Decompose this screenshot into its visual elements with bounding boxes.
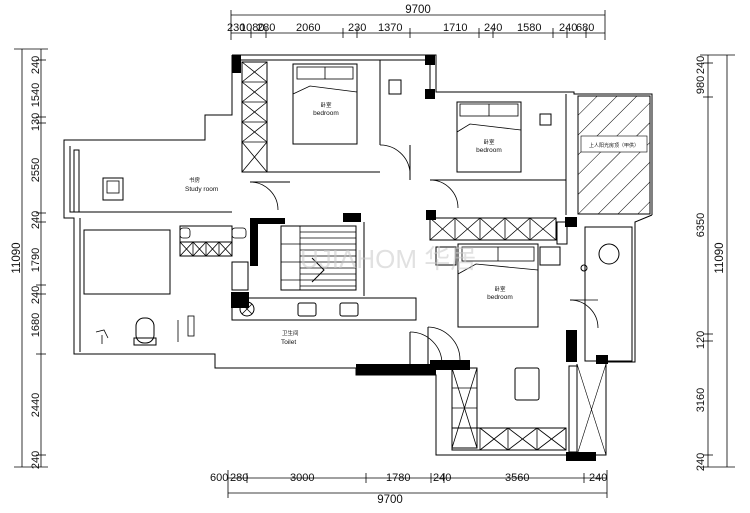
door-swing bbox=[379, 144, 411, 173]
bedroom-3-label-en: bedroom bbox=[487, 294, 513, 301]
door-swing bbox=[427, 326, 461, 361]
right-dim-4: 120 bbox=[695, 331, 707, 349]
bottom-dim-1: 600 bbox=[210, 472, 228, 484]
bottom-dimension-labels: 600 280 3000 1780 240 3560 240 bbox=[210, 472, 607, 484]
vanity-counter bbox=[231, 297, 417, 321]
left-dim-7: 240 bbox=[30, 286, 42, 304]
bedroom-2: 卧室 bedroom bbox=[429, 94, 567, 215]
stair-arrow bbox=[311, 257, 325, 283]
stair-void bbox=[83, 229, 171, 295]
toilet-label-en: Toilet bbox=[281, 339, 296, 346]
top-dim-2: 1080 bbox=[240, 22, 264, 34]
bedroom-2-label-cn: 卧室 bbox=[483, 138, 495, 146]
toilet: 卫生间 Toilet bbox=[95, 297, 443, 365]
top-dim-7: 1710 bbox=[443, 22, 467, 34]
structural-walls bbox=[231, 55, 608, 461]
master-bedroom: 卧室 bedroom bbox=[241, 60, 411, 180]
shower-icon bbox=[95, 329, 109, 339]
right-dimension-chain bbox=[700, 54, 735, 468]
left-total-dimension: 11090 bbox=[11, 242, 23, 273]
left-dim-9: 2440 bbox=[30, 393, 42, 417]
left-dim-6: 1790 bbox=[30, 248, 42, 272]
top-dim-11: 680 bbox=[576, 22, 594, 34]
door-swing bbox=[569, 299, 599, 329]
left-dim-8: 1680 bbox=[30, 313, 42, 337]
toilet-label-cn: 卫生间 bbox=[282, 329, 299, 337]
right-dim-2: 980 bbox=[695, 76, 707, 94]
top-dim-10: 240 bbox=[559, 22, 577, 34]
bottom-total-dimension: 9700 bbox=[377, 494, 403, 506]
right-dim-1: 240 bbox=[695, 56, 707, 74]
top-dim-3: 280 bbox=[257, 22, 275, 34]
door-swing bbox=[429, 179, 459, 209]
bottom-dim-6: 3560 bbox=[505, 472, 529, 484]
master-bedroom-label-en: bedroom bbox=[313, 110, 339, 117]
top-dim-1: 230 bbox=[227, 22, 245, 34]
wall-outline bbox=[63, 54, 653, 456]
door-swing bbox=[249, 181, 279, 211]
left-dim-4: 2550 bbox=[30, 158, 42, 182]
left-dim-5: 240 bbox=[30, 211, 42, 229]
left-dim-2: 1540 bbox=[30, 83, 42, 107]
top-dimension-chain bbox=[230, 10, 606, 40]
master-bedroom-label-cn: 卧室 bbox=[320, 101, 332, 109]
top-dim-4: 2060 bbox=[296, 22, 320, 34]
stair-area bbox=[83, 222, 365, 296]
balcony bbox=[584, 226, 633, 362]
top-total-dimension: 9700 bbox=[405, 4, 431, 16]
study-label-cn: 书房 bbox=[189, 176, 201, 184]
bottom-dim-5: 240 bbox=[433, 472, 451, 484]
bedroom-2-label-en: bedroom bbox=[476, 147, 502, 154]
right-dim-6: 240 bbox=[695, 453, 707, 471]
left-dim-10: 240 bbox=[30, 451, 42, 469]
wardrobe-bottom bbox=[451, 427, 567, 451]
top-dim-5: 230 bbox=[348, 22, 366, 34]
round-table bbox=[598, 243, 620, 265]
wardrobe bbox=[241, 61, 268, 173]
sunroom-roof: 上人阳光房顶（甲供） bbox=[569, 95, 651, 456]
nightstand bbox=[539, 113, 552, 126]
door-swing bbox=[409, 331, 443, 365]
left-dimension-labels: 240 1540 130 2550 240 1790 240 1680 2440… bbox=[30, 56, 42, 469]
left-dim-3: 130 bbox=[30, 113, 42, 131]
top-dim-9: 1580 bbox=[517, 22, 541, 34]
watermark: UJIAHOM 华居 bbox=[300, 244, 476, 274]
bedroom-3-label-cn: 卧室 bbox=[494, 285, 506, 293]
toilet-bowl bbox=[135, 317, 155, 344]
top-dimension-labels: 230 1080 280 2060 230 1370 1710 240 1580… bbox=[227, 22, 594, 34]
left-dim-1: 240 bbox=[30, 56, 42, 74]
staircase bbox=[280, 225, 357, 291]
right-total-dimension: 11090 bbox=[714, 242, 726, 273]
top-dim-8: 240 bbox=[484, 22, 502, 34]
right-dim-5: 3160 bbox=[695, 388, 707, 412]
floor-drain bbox=[239, 301, 255, 317]
nightstand bbox=[388, 79, 402, 95]
sunroom-note: 上人阳光房顶（甲供） bbox=[589, 142, 639, 149]
right-dimension-labels: 240 980 6350 120 3160 240 bbox=[695, 56, 707, 471]
desk bbox=[514, 367, 540, 401]
bottom-dim-4: 1780 bbox=[386, 472, 410, 484]
wardrobe bbox=[429, 217, 557, 241]
bottom-dim-7: 240 bbox=[589, 472, 607, 484]
chair bbox=[102, 177, 124, 201]
bottom-dim-3: 3000 bbox=[290, 472, 314, 484]
nightstand bbox=[435, 246, 457, 266]
bedroom-3: 卧室 bedroom bbox=[427, 217, 578, 453]
nightstand bbox=[539, 246, 561, 266]
study-label-en: Study room bbox=[185, 186, 218, 193]
right-dim-3: 6350 bbox=[695, 213, 707, 237]
study-room: 书房 Study room bbox=[73, 149, 290, 213]
left-dimension-chain bbox=[14, 48, 48, 468]
bottom-dim-2: 280 bbox=[230, 472, 248, 484]
top-dim-6: 1370 bbox=[378, 22, 402, 34]
sink bbox=[297, 302, 317, 317]
sink bbox=[339, 302, 359, 317]
bottom-dimension-chain bbox=[227, 470, 608, 498]
